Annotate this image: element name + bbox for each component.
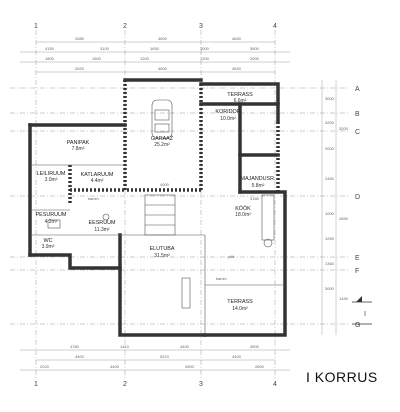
axis-right-d: D (355, 194, 360, 201)
dim-right-7: 3000 (325, 286, 335, 291)
room-kook-name: KÖÖK (235, 205, 251, 212)
dim-bot1-b: 1410 (120, 344, 130, 349)
north-label: I (364, 311, 366, 318)
dim-right-2: 2000 (325, 146, 335, 151)
dim-right-8: 3200 (339, 126, 349, 131)
dim-top2-d: 3000 (200, 46, 210, 51)
dim-right-10: 1450 (339, 296, 349, 301)
room-pesuruum-name: PESURUUM (36, 212, 67, 218)
dim-bot3-d: 2800 (255, 364, 265, 369)
room-garaaz-name: GARAAŽ (151, 134, 174, 142)
label-kamin-2: kamin (216, 276, 227, 281)
page-title: I KORRUS (306, 369, 378, 385)
axis-top-2: 2 (123, 23, 127, 30)
dim-top2-c: 1650 (150, 46, 160, 51)
axis-right-g: G (355, 322, 360, 329)
dim-top2-b: 3100 (100, 46, 110, 51)
dim-top1-b: 4800 (158, 36, 168, 41)
dimension-chain-right: 3000 3200 2000 2450 1000 1250 1360 3000 … (321, 80, 349, 335)
room-majandusr-name: MAJANDUSR. (240, 176, 275, 182)
label-pliit: pliit (228, 254, 235, 259)
dim-top3-d: 1200 (200, 56, 210, 61)
axis-right-a: A (355, 86, 360, 93)
room-koridor-area: 10.0m² (220, 116, 236, 122)
axis-labels-right: A B C D E F G (355, 86, 360, 329)
car-icon (151, 99, 173, 139)
dim-top3-c: 1200 (140, 56, 150, 61)
dim-bot2-c: 4400 (232, 354, 242, 359)
dim-top4-b: 4800 (158, 66, 168, 71)
dim-bot2-b: 5210 (160, 354, 170, 359)
dim-top1-c: 4830 (232, 36, 242, 41)
room-terrass-top-name: TERRASS (227, 92, 253, 98)
label-kamin: kamin (88, 196, 99, 201)
dim-bot3-c: 4500 (185, 364, 195, 369)
room-terrass-top-area: 6.6m² (234, 98, 247, 104)
room-elutuba-name: ELUTUBA (150, 246, 175, 252)
room-majandusr-area: 5.8m² (252, 183, 265, 189)
room-eesruum-name: EESRUUM (89, 220, 116, 226)
axis-top-3: 3 (199, 23, 203, 30)
axis-bottom-4: 4 (273, 381, 277, 388)
axis-right-e: E (355, 255, 360, 262)
room-leiliruum-name: LEILIRUUM (37, 171, 66, 177)
dim-top2-e: 3800 (250, 46, 260, 51)
room-terrass-bottom-area: 14.0m² (232, 306, 248, 312)
axis-bottom-2: 2 (123, 381, 127, 388)
label-3180: 3180 (250, 196, 260, 201)
small-labels: kamin kamin pliit 4000 3180 (88, 182, 260, 281)
axis-labels-bottom: 1 2 3 4 (34, 381, 277, 388)
room-wc-name: WC (44, 238, 53, 244)
dim-bot3-b: 4400 (110, 364, 120, 369)
dim-bot1-c: 4400 (180, 344, 190, 349)
orientation-marker: I (352, 296, 372, 325)
dim-top2-a: 4150 (45, 46, 55, 51)
room-kaitaruum-area: 4.4m² (91, 178, 104, 184)
dim-right-5: 1250 (325, 236, 335, 241)
dim-right-6: 1360 (325, 261, 335, 266)
dim-top3-a: 1800 (45, 56, 55, 61)
dim-right-9: 4550 (339, 216, 349, 221)
dim-bot1-d: 4500 (250, 344, 260, 349)
axis-labels-top: 1 2 3 4 (34, 23, 277, 30)
walls (28, 78, 287, 337)
axis-right-f: F (355, 268, 359, 275)
room-labels: TERRASS 6.6m² GARAAŽ 25.2m² KORIDOR 10.0… (36, 92, 276, 312)
room-elutuba-area: 31.5m² (154, 253, 170, 259)
dim-top3-e: 3000 (250, 56, 260, 61)
axis-top-1: 1 (34, 23, 38, 30)
dim-bot2-a: 4400 (75, 354, 85, 359)
room-panipak-name: PANIPAK (67, 140, 90, 146)
room-kook-area: 18.0m² (235, 212, 251, 218)
label-4000: 4000 (160, 182, 170, 187)
room-kaitaruum-name: KATLARUUM (81, 172, 114, 178)
dim-right-1: 3200 (325, 120, 335, 125)
dimension-chains-top: 2680 4800 4830 4150 3100 1650 3000 3800 … (20, 36, 290, 73)
dim-top4-a: 2620 (75, 66, 85, 71)
dim-right-4: 1000 (325, 211, 335, 216)
dim-top3-b: 1500 (92, 56, 102, 61)
dimension-chains-bottom: 4780 1410 4400 4500 4400 5210 4400 2020 … (20, 344, 290, 371)
room-pesuruum-area: 4.2m² (45, 219, 58, 225)
dim-right-3: 2450 (325, 176, 335, 181)
axis-right-c: C (355, 129, 360, 136)
axis-right-b: B (355, 111, 360, 118)
room-panipak-area: 7.8m² (72, 146, 85, 152)
dim-right-0: 3000 (325, 96, 335, 101)
room-garaaz-area: 25.2m² (154, 142, 170, 148)
axis-bottom-1: 1 (34, 381, 38, 388)
axis-top-4: 4 (273, 23, 277, 30)
dim-bot3-a: 2020 (40, 364, 50, 369)
room-leiliruum-area: 3.0m² (45, 177, 58, 183)
dim-top1-a: 2680 (75, 36, 85, 41)
room-terrass-bottom-name: TERRASS (227, 299, 253, 305)
axis-bottom-3: 3 (199, 381, 203, 388)
dim-top4-c: 4830 (232, 66, 242, 71)
room-koridor-name: KORIDOR (215, 109, 240, 115)
grid-lines (10, 30, 350, 378)
room-wc-area: 3.9m² (42, 244, 55, 250)
room-eesruum-area: 11.3m² (94, 227, 110, 233)
dim-bot1-a: 4780 (70, 344, 80, 349)
